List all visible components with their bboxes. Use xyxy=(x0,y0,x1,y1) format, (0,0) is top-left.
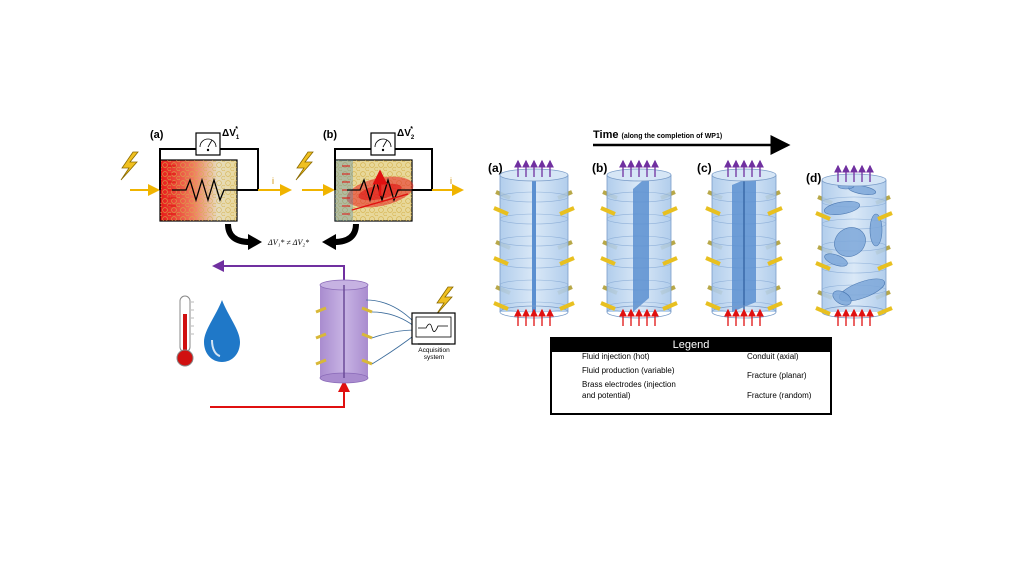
bolt-icon xyxy=(120,151,139,181)
sample-cylinder xyxy=(315,279,373,384)
curved-arrow-right xyxy=(333,223,359,245)
legend-item-conduit: Conduit (axial) xyxy=(747,352,799,361)
legend-item-fracture-planar: Fracture (planar) xyxy=(747,371,807,380)
voltmeter-icon-2 xyxy=(370,132,396,156)
water-drop-icon xyxy=(204,300,240,362)
cylinder-a xyxy=(493,159,575,326)
curved-arrow-left xyxy=(225,223,251,245)
current-label-2: i xyxy=(450,176,452,186)
legend-item-brass-electrodes: Brass electrodes (injection xyxy=(582,380,676,389)
label-b-left: (b) xyxy=(323,129,337,141)
thermometer-icon xyxy=(176,295,194,367)
panel-label-c: (c) xyxy=(697,161,712,175)
circuit-b: (b) ΔV2* i xyxy=(295,126,464,222)
resistor-icon xyxy=(172,177,237,203)
current-label-1: i xyxy=(272,176,274,186)
time-label: Time(along the completion of WP1) xyxy=(593,129,722,141)
cylinder-c xyxy=(705,159,783,326)
dv2-label: ΔV2* xyxy=(397,126,415,141)
label-a-left: (a) xyxy=(150,129,164,141)
cylinder-d xyxy=(815,164,893,326)
legend-item-fluid-injection: Fluid injection (hot) xyxy=(582,352,650,361)
acquisition-label-2: system xyxy=(424,354,445,361)
inequality-label: ΔV₁* ≠ ΔV₂* xyxy=(267,238,309,247)
experiment-setup: Acquisition system xyxy=(176,260,456,408)
circuit-a: (a) ΔV1* i xyxy=(120,126,292,222)
cylinder-panels xyxy=(493,159,893,326)
acquisition-system-icon xyxy=(411,286,456,345)
legend-item-fluid-production: Fluid production (variable) xyxy=(582,366,675,375)
cylinder-b xyxy=(600,159,678,326)
legend-item-fracture-random: Fracture (random) xyxy=(747,391,812,400)
legend-item-brass-electrodes-2: and potential) xyxy=(582,391,631,400)
dv1-label: ΔV1* xyxy=(222,126,240,141)
panel-label-a: (a) xyxy=(488,161,503,175)
legend: Legend Fluid injection (hot) Fluid produ… xyxy=(550,337,832,415)
acquisition-label-1: Acquisition xyxy=(418,347,450,354)
panel-label-d: (d) xyxy=(806,171,821,185)
voltmeter-icon xyxy=(195,132,221,156)
bolt-icon-2 xyxy=(295,151,314,181)
legend-title: Legend xyxy=(552,339,830,352)
panel-label-b: (b) xyxy=(592,161,607,175)
